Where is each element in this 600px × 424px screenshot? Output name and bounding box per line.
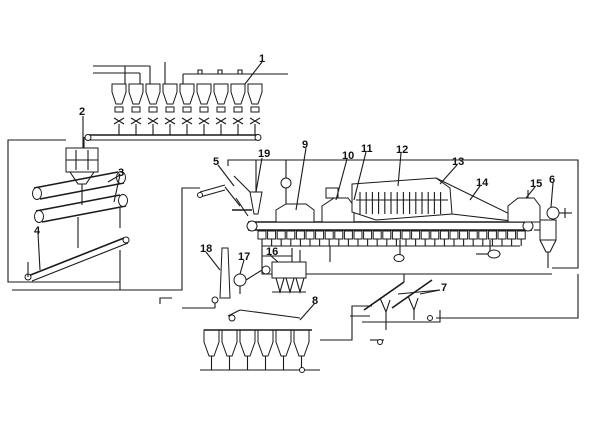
- bin-3: [145, 83, 161, 135]
- callout-16: 16: [266, 246, 278, 258]
- callout-9: 9: [302, 139, 308, 151]
- callout-6: 6: [549, 174, 555, 186]
- callout-19: 19: [258, 148, 270, 160]
- callout-2: 2: [79, 106, 85, 118]
- callout-1: 1: [259, 53, 265, 65]
- main-hood: [351, 177, 453, 221]
- bin-feed-lines: [93, 62, 288, 84]
- leader-lines: [37, 61, 554, 321]
- ignition-feed-device: [197, 184, 252, 217]
- callout-12: 12: [396, 144, 408, 156]
- callout-11: 11: [361, 143, 373, 155]
- bedding-hopper: [233, 160, 263, 215]
- vibrating-screens: [350, 274, 579, 345]
- primary-mixer: [65, 137, 99, 192]
- callout-3: 3: [118, 167, 124, 179]
- drum-mixer-upper: [32, 171, 126, 200]
- ignition-hood: [275, 203, 315, 223]
- callout-4: 4: [34, 225, 41, 237]
- callout-8: 8: [312, 295, 318, 307]
- callout-18: 18: [200, 243, 212, 255]
- chimney-18: [182, 247, 231, 309]
- bin-8: [230, 83, 246, 135]
- callout-10: 10: [342, 150, 354, 162]
- drum-mixer-lower: [34, 194, 128, 223]
- bin-5: [179, 83, 195, 135]
- main-exhaust-fans: [393, 249, 501, 262]
- product-bin-6: [293, 329, 310, 370]
- tail-hood: [507, 190, 541, 223]
- product-conveyors: [159, 297, 372, 373]
- callout-15: 15: [530, 178, 542, 190]
- gas-main-line: [261, 240, 520, 262]
- product-bin-2: [221, 329, 238, 370]
- callout-17: 17: [238, 251, 250, 263]
- product-bin-5: [275, 329, 292, 370]
- bin-collector-conveyor: [84, 134, 262, 141]
- dust-collector-16: [261, 248, 307, 295]
- return-loop-lines: [7, 139, 579, 291]
- bin-1: [111, 83, 127, 135]
- callout-13: 13: [452, 156, 464, 168]
- product-bin-3: [239, 329, 256, 370]
- hood-fins: [359, 192, 442, 214]
- inclined-feed-conveyor: [24, 236, 130, 282]
- callout-5: 5: [213, 156, 219, 168]
- bin-4: [162, 83, 178, 135]
- exhaust-fan-17: [233, 269, 263, 294]
- callout-7: 7: [441, 282, 447, 294]
- bin-2: [128, 83, 144, 135]
- proportioning-bins: [111, 83, 263, 135]
- bin-9: [247, 83, 263, 135]
- callout-labels: 1 2 3 4 5 6 7 8 9 10 11 12 13 14 15 16 1…: [34, 53, 555, 307]
- product-bins: [203, 329, 312, 370]
- windbox-row: [257, 230, 526, 246]
- bin-6: [196, 83, 212, 135]
- bin-7: [213, 83, 229, 135]
- callout-14: 14: [476, 177, 489, 189]
- ignition-fan: [280, 160, 292, 204]
- drum-transfer-chutes: [77, 192, 121, 248]
- tail-dust-collector: [534, 206, 572, 268]
- product-bin-4: [257, 329, 274, 370]
- product-bin-1: [203, 329, 220, 370]
